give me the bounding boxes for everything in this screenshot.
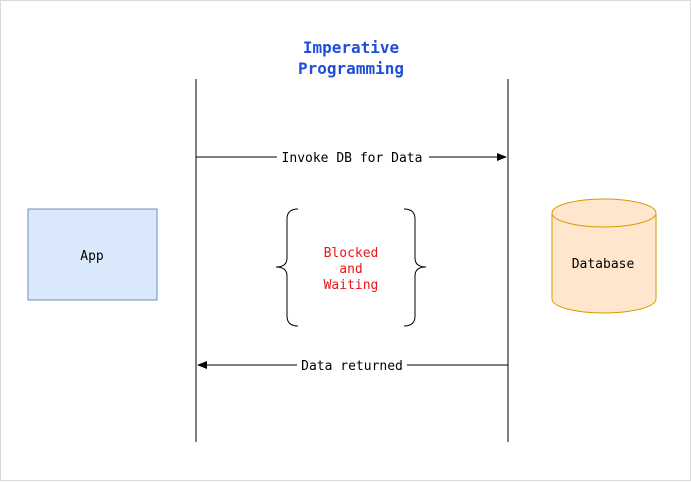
app-label: App (80, 249, 104, 264)
response-label: Data returned (301, 359, 403, 374)
response-label-bg (297, 357, 407, 373)
database-label: Database (572, 257, 635, 272)
app-box[interactable] (27, 208, 158, 301)
right-brace-icon (403, 208, 427, 327)
title-line-2: Programming (298, 59, 404, 78)
database-cylinder[interactable] (551, 198, 657, 314)
blocked-line-1: Blocked (324, 246, 379, 261)
request-label: Invoke DB for Data (282, 151, 423, 166)
title-line-1: Imperative (303, 38, 399, 57)
blocked-line-2: and (339, 262, 362, 277)
request-label-bg (277, 149, 429, 165)
blocked-line-3: Waiting (324, 278, 379, 293)
left-brace-icon (275, 208, 299, 327)
